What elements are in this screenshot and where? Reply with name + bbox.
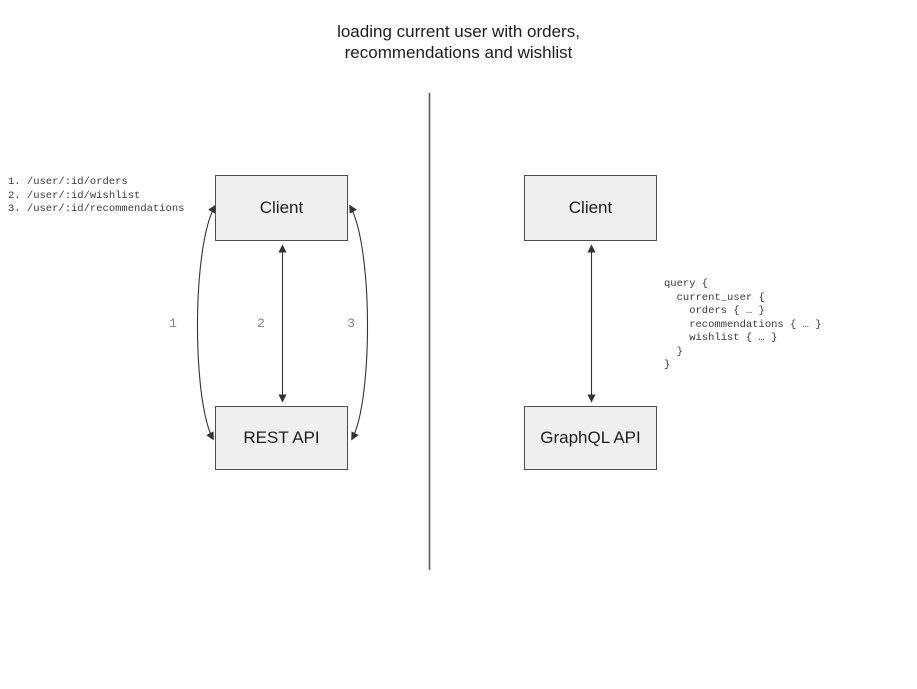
arrow-label-2: 2 (257, 316, 265, 331)
rest-api-box: REST API (215, 406, 348, 470)
diagram-title: loading current user with orders, recomm… (337, 22, 580, 62)
arrow-label-3: 3 (347, 316, 355, 331)
rest-curved-arrow-1-icon (196, 204, 216, 441)
rest-api-label: REST API (243, 428, 320, 447)
graphql-client-box: Client (524, 175, 657, 241)
graphql-query-note: query { current_user { orders { … } reco… (664, 278, 822, 371)
rest-client-label: Client (259, 198, 304, 217)
arrow-label-1: 1 (169, 316, 177, 331)
graphql-api-box: GraphQL API (524, 406, 657, 470)
graphql-api-label: GraphQL API (540, 428, 641, 447)
rest-endpoints-note: 1. /user/:id/orders 2. /user/:id/wishlis… (8, 176, 185, 215)
graphql-client-label: Client (568, 198, 613, 217)
rest-curved-arrow-3-icon (349, 204, 369, 441)
rest-client-box: Client (215, 175, 348, 241)
